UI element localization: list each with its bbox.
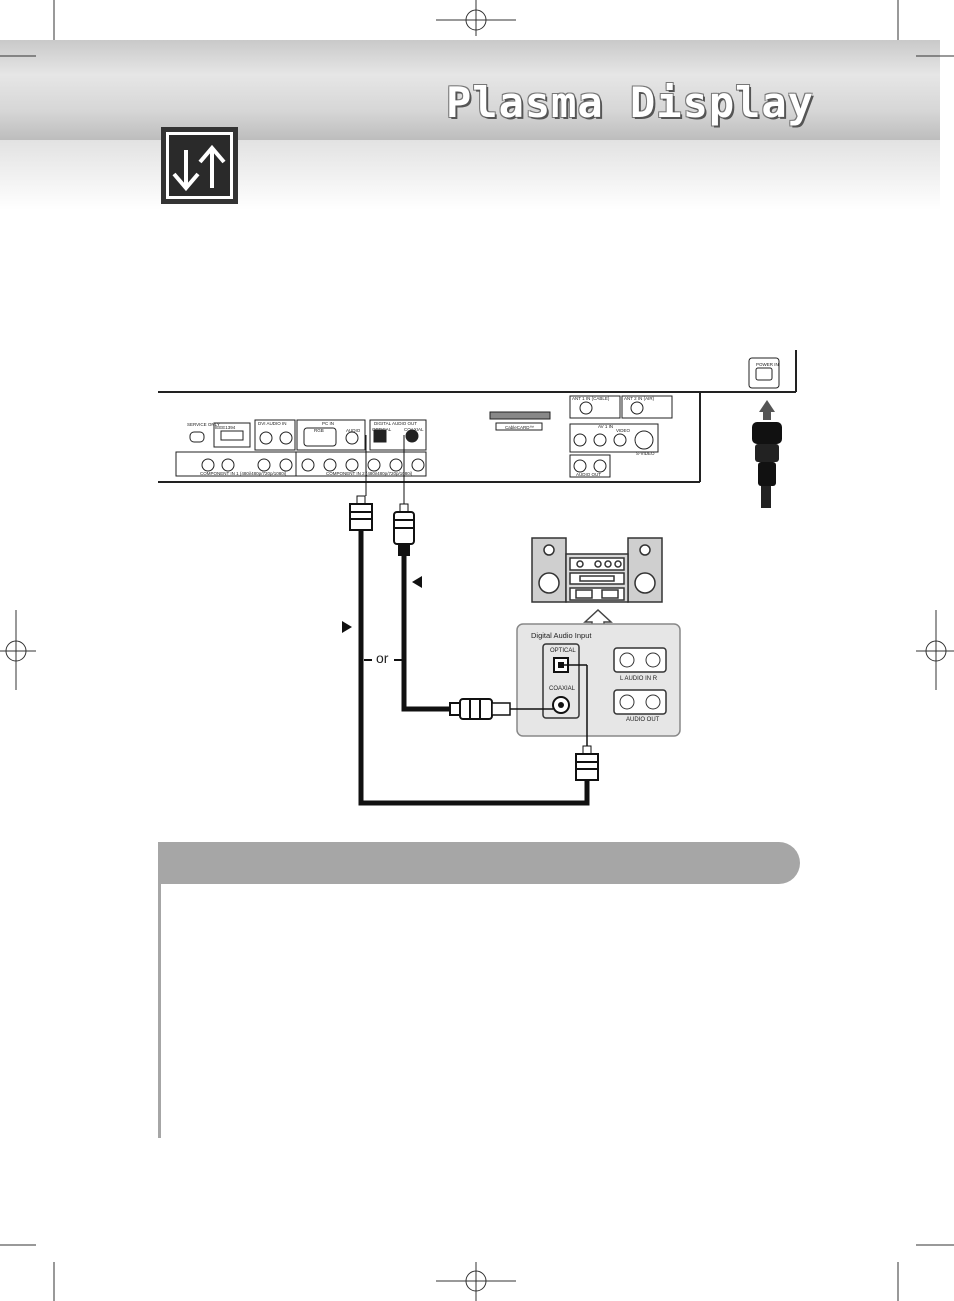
receiver-panel-title: Digital Audio Input <box>531 631 592 640</box>
page-title: Plasma Display <box>446 78 815 127</box>
label-component-2: COMPONENT IN 2 (480i/480p/720p/1080i) <box>326 471 413 476</box>
label-ant2-in: ANT 2 IN (AIR) <box>624 396 655 401</box>
label-pc-in: PC IN <box>322 421 334 426</box>
label-dvi-audio-in: DVI AUDIO IN <box>258 421 287 426</box>
stereo-system-icon <box>531 537 663 603</box>
label-audio-out-panel: AUDIO OUT <box>576 472 601 477</box>
receiver-coaxial-label: COAXIAL <box>549 686 576 692</box>
label-cable-card: CableCARD™ <box>505 425 534 430</box>
cables <box>358 435 590 806</box>
section-side-rule <box>158 884 161 1138</box>
label-av-in: AV 1 IN <box>598 424 613 429</box>
receiver-audio-out-label: AUDIO OUT <box>626 717 660 723</box>
power-socket <box>748 357 780 389</box>
label-pc-audio: AUDIO <box>346 428 361 433</box>
label-ant1-in: ANT 1 IN (CABLE) <box>572 396 610 401</box>
receiver-audio-in-label: L AUDIO IN R <box>620 676 658 682</box>
io-arrows-icon <box>161 127 238 204</box>
section-header-bar <box>158 842 800 884</box>
optical-plug-icon <box>561 664 599 781</box>
arrow-left-icon <box>412 576 422 588</box>
panel-jacks <box>175 395 673 478</box>
arrow-right-icon <box>342 621 352 633</box>
label-power-in: POWER IN <box>756 362 779 367</box>
label-pc-rgb: RGB <box>314 428 324 433</box>
header-band <box>0 40 940 140</box>
label-video: VIDEO <box>616 428 631 433</box>
power-plug-icon <box>752 400 782 508</box>
label-coaxial-panel: COAXIAL <box>404 427 424 432</box>
label-s-video: S-VIDEO <box>636 451 655 456</box>
receiver-optical-label: OPTICAL <box>550 648 576 654</box>
tv-rear-panel <box>158 350 797 483</box>
label-digital-audio-out: DIGITAL AUDIO OUT <box>374 421 417 426</box>
or-label: or <box>376 650 389 666</box>
optical-plug-icon <box>349 495 373 531</box>
rca-plug-icon <box>449 698 553 720</box>
label-ieee1394: IEEE1394 <box>215 425 236 430</box>
header-fade <box>0 140 940 210</box>
panel-text: POWER IN SERVICE ONLY IEEE1394 DVI AUDIO… <box>187 362 779 477</box>
label-optical-panel: OPTICAL <box>372 427 392 432</box>
rca-plug-icon <box>393 503 415 556</box>
label-service-only: SERVICE ONLY <box>187 422 220 427</box>
label-component-1: COMPONENT IN 1 (480i/480p/720p/1080i) <box>200 471 287 476</box>
